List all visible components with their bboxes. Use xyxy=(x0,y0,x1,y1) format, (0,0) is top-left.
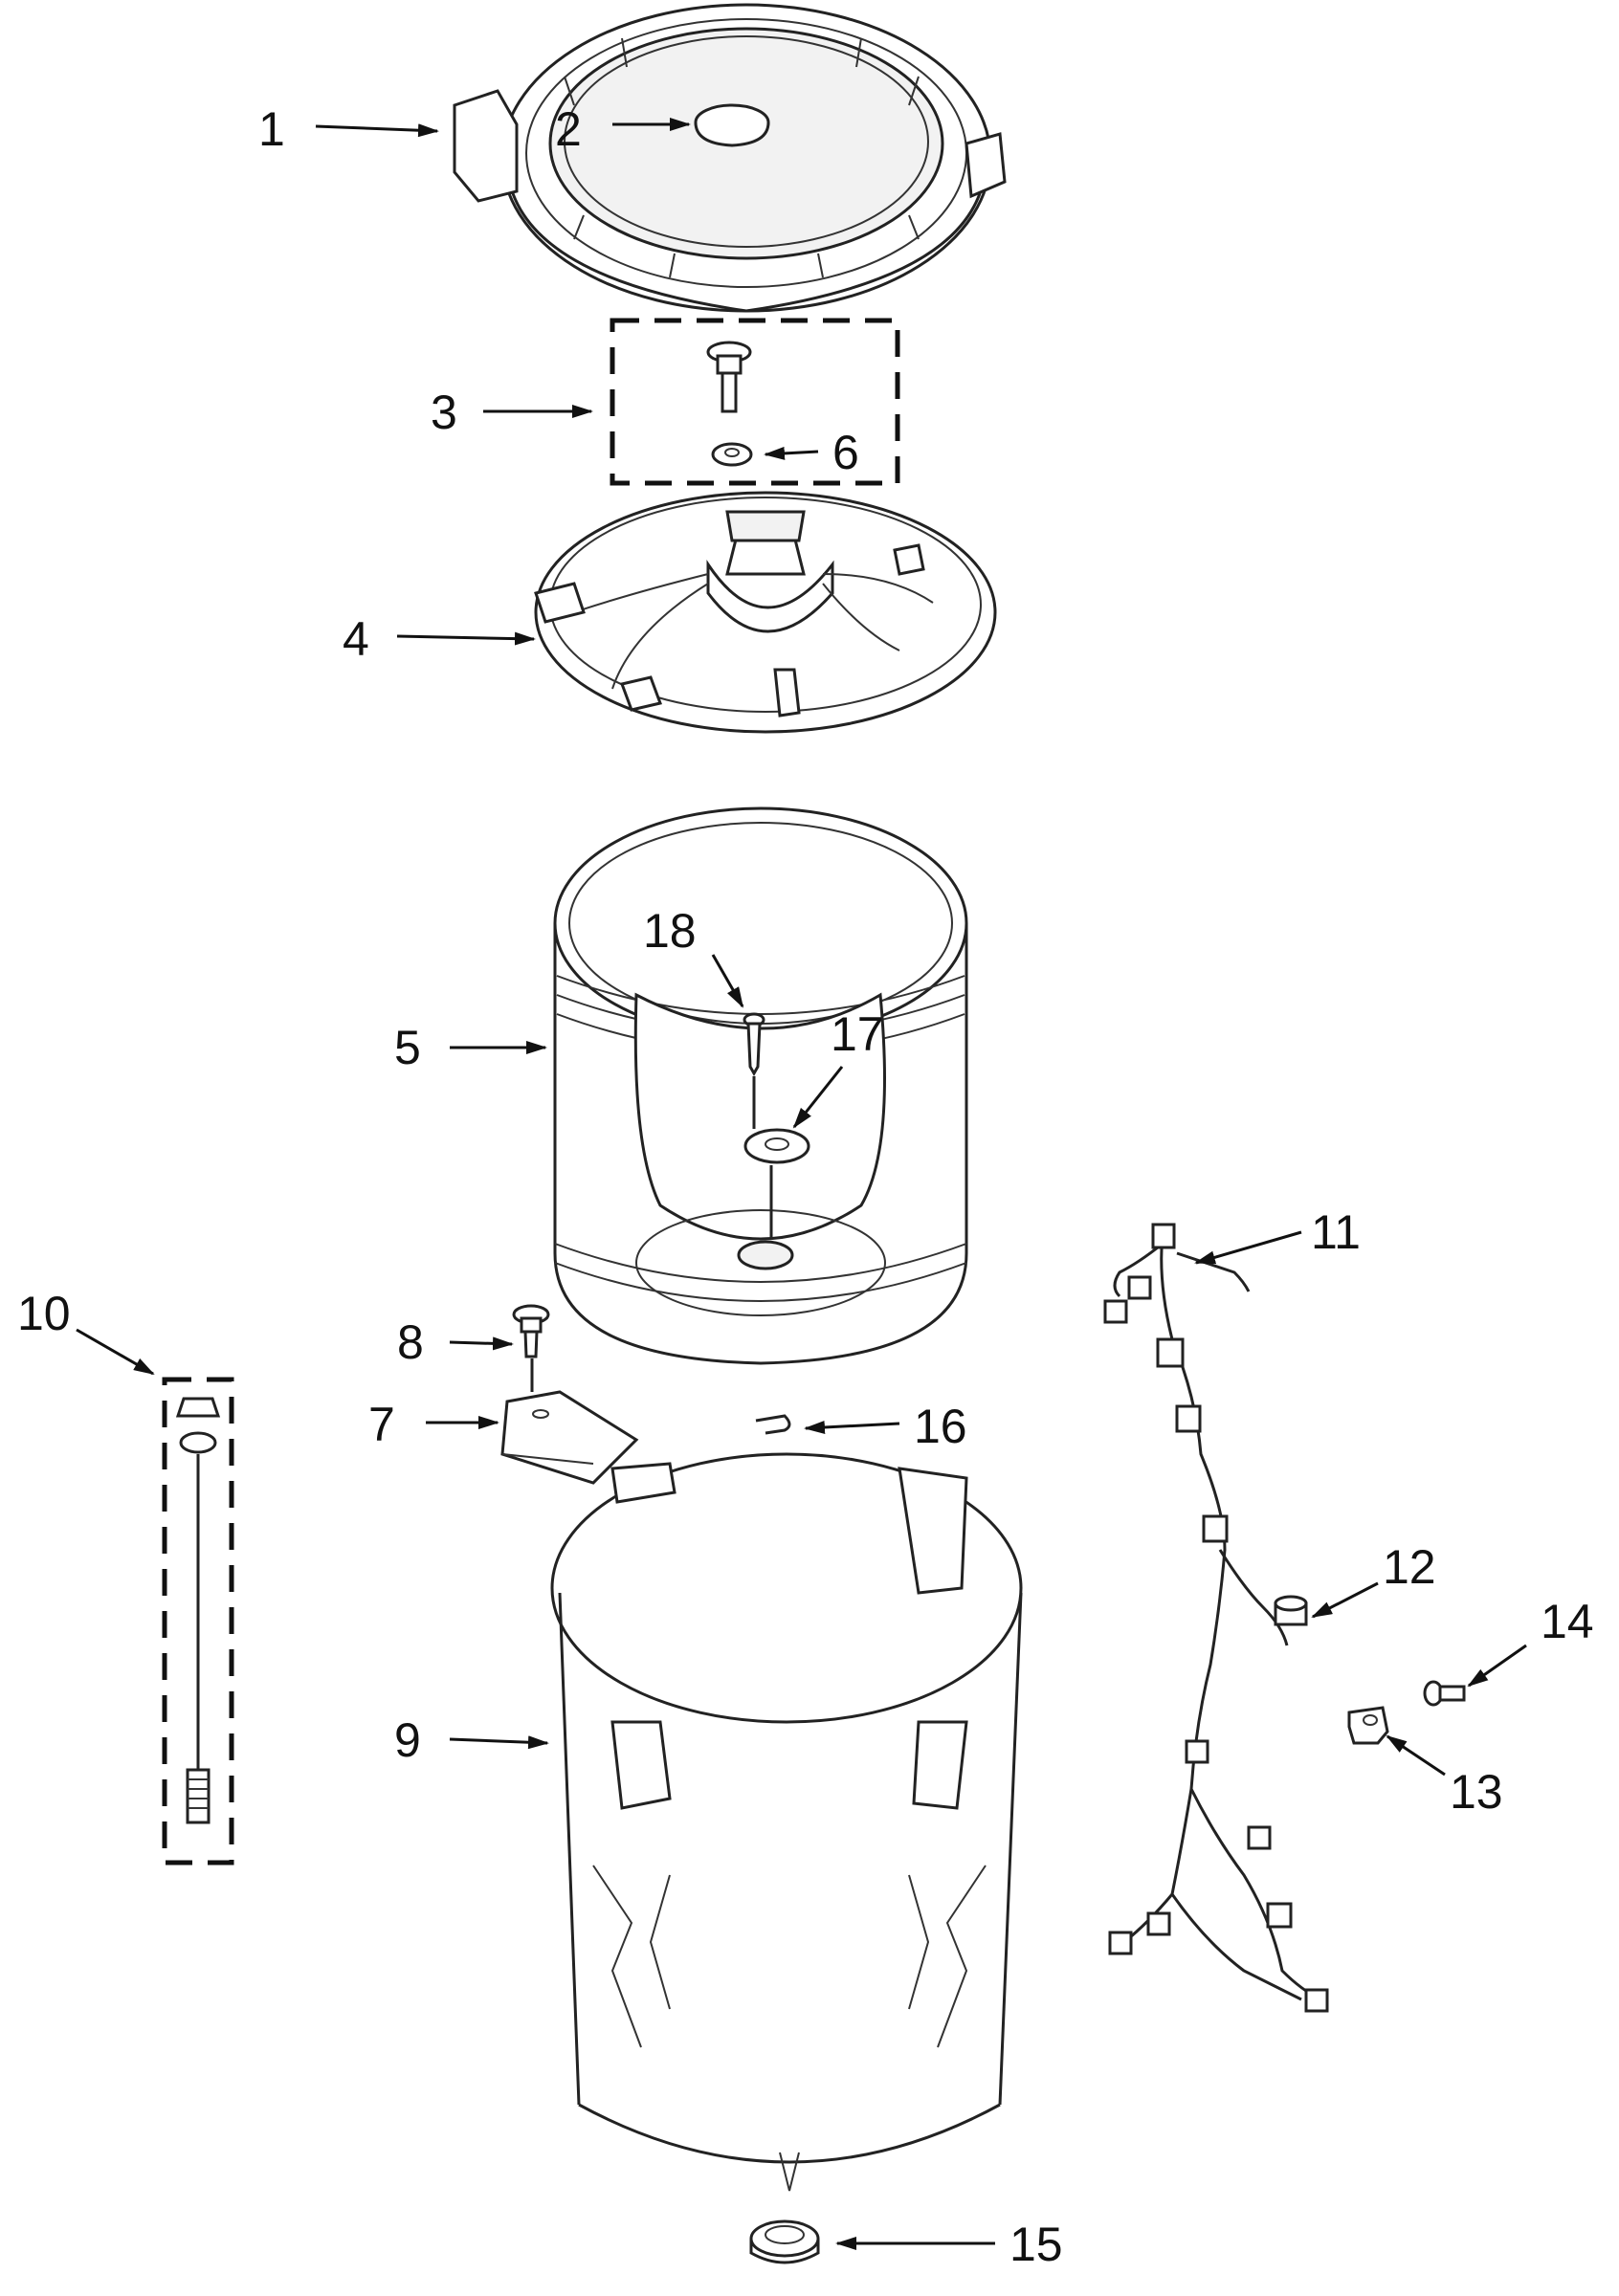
callout-5: 5 xyxy=(394,1021,421,1074)
callout-14: 14 xyxy=(1541,1595,1594,1648)
bolt-8-part xyxy=(512,1304,550,1392)
washer-part xyxy=(711,442,753,467)
clip-part xyxy=(755,1414,791,1435)
cap-part xyxy=(694,103,770,147)
callout-4: 4 xyxy=(343,612,369,666)
callout-7: 7 xyxy=(368,1398,395,1451)
bolt-part xyxy=(706,341,752,413)
connector-part xyxy=(1274,1595,1308,1626)
hub-plate-part xyxy=(743,1128,810,1239)
tub-ring-part xyxy=(453,3,1007,313)
callout-11: 11 xyxy=(1311,1205,1361,1259)
impeller-part xyxy=(534,491,997,734)
callout-13: 13 xyxy=(1450,1765,1503,1819)
callout-1: 1 xyxy=(258,102,285,156)
hardware-kit-box xyxy=(610,318,900,486)
callout-arrows xyxy=(76,118,1527,2250)
callout-18: 18 xyxy=(643,904,697,958)
callout-17: 17 xyxy=(831,1007,884,1061)
callout-16: 16 xyxy=(914,1400,967,1453)
callout-3: 3 xyxy=(431,386,457,439)
wire-harness-part xyxy=(1103,1223,1329,2013)
callout-10: 10 xyxy=(17,1287,71,1340)
screw-14-part xyxy=(1423,1680,1466,1707)
suspension-rod-part xyxy=(175,1397,221,1824)
callout-15: 15 xyxy=(1009,2218,1063,2271)
clamp-part xyxy=(1347,1706,1389,1745)
callout-2: 2 xyxy=(555,102,582,156)
seal-part xyxy=(749,2219,820,2264)
suspension-kit-box xyxy=(162,1377,234,1866)
bracket-part xyxy=(500,1390,639,1485)
callout-8: 8 xyxy=(397,1315,424,1369)
basket-part xyxy=(553,806,968,1365)
callout-12: 12 xyxy=(1383,1540,1436,1594)
outer-tub-part xyxy=(550,1452,1023,2192)
callout-6: 6 xyxy=(832,426,859,479)
callout-9: 9 xyxy=(394,1713,421,1767)
screw-part xyxy=(743,1012,765,1129)
